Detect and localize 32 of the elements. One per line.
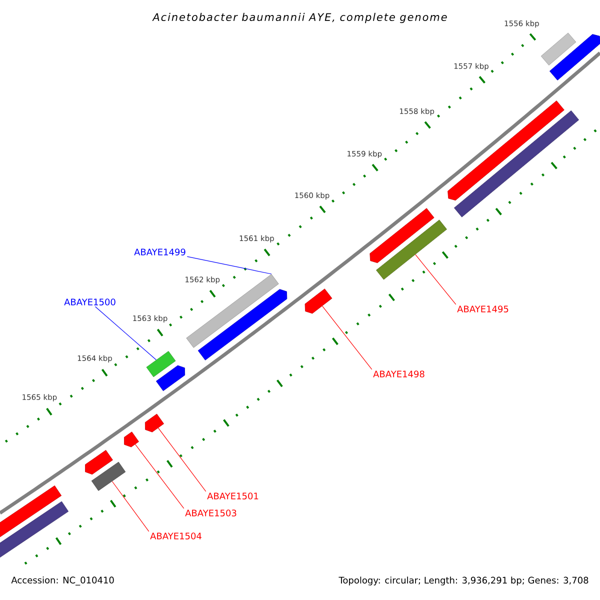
gene-label: ABAYE1501: [207, 492, 258, 500]
gene-bar: [376, 220, 447, 280]
footer-text: Topology: circular; Length: 3,936,291 bp; Genes: 3,708: [338, 576, 588, 586]
gene-bar: [448, 100, 564, 201]
gene-bar: [186, 274, 279, 348]
gene-label: ABAYE1499: [134, 248, 186, 256]
gene-label: ABAYE1504: [150, 532, 202, 540]
gene-label: ABAYE1498: [373, 370, 424, 378]
gene-bar: [540, 32, 576, 66]
gene-bar: [304, 288, 332, 314]
gene-bar: [85, 450, 113, 475]
gene-bar: [549, 34, 600, 80]
gene-label: ABAYE1500: [64, 298, 116, 306]
gene-bar: [156, 365, 186, 392]
leader-line: [94, 306, 157, 360]
gene-bar: [370, 208, 434, 264]
leader-line: [415, 254, 456, 305]
gene-bar: [146, 351, 176, 378]
leader-line: [322, 306, 372, 370]
gene-label: ABAYE1495: [457, 306, 508, 312]
leader-line: [158, 428, 206, 492]
gene-bar: [198, 289, 288, 360]
gene-bar: [124, 432, 139, 448]
footer-text: Accession: NC_010410: [11, 576, 114, 586]
title: Acinetobacter baumannii AYE, complete genome: [152, 12, 447, 24]
leader-line: [134, 444, 184, 509]
gene-bar: [454, 110, 580, 218]
leader-line: [186, 256, 272, 274]
gene-bar: [145, 414, 164, 432]
gene-bar: [91, 462, 126, 491]
gene-label: ABAYE1503: [185, 510, 236, 516]
leader-line: [112, 481, 150, 532]
